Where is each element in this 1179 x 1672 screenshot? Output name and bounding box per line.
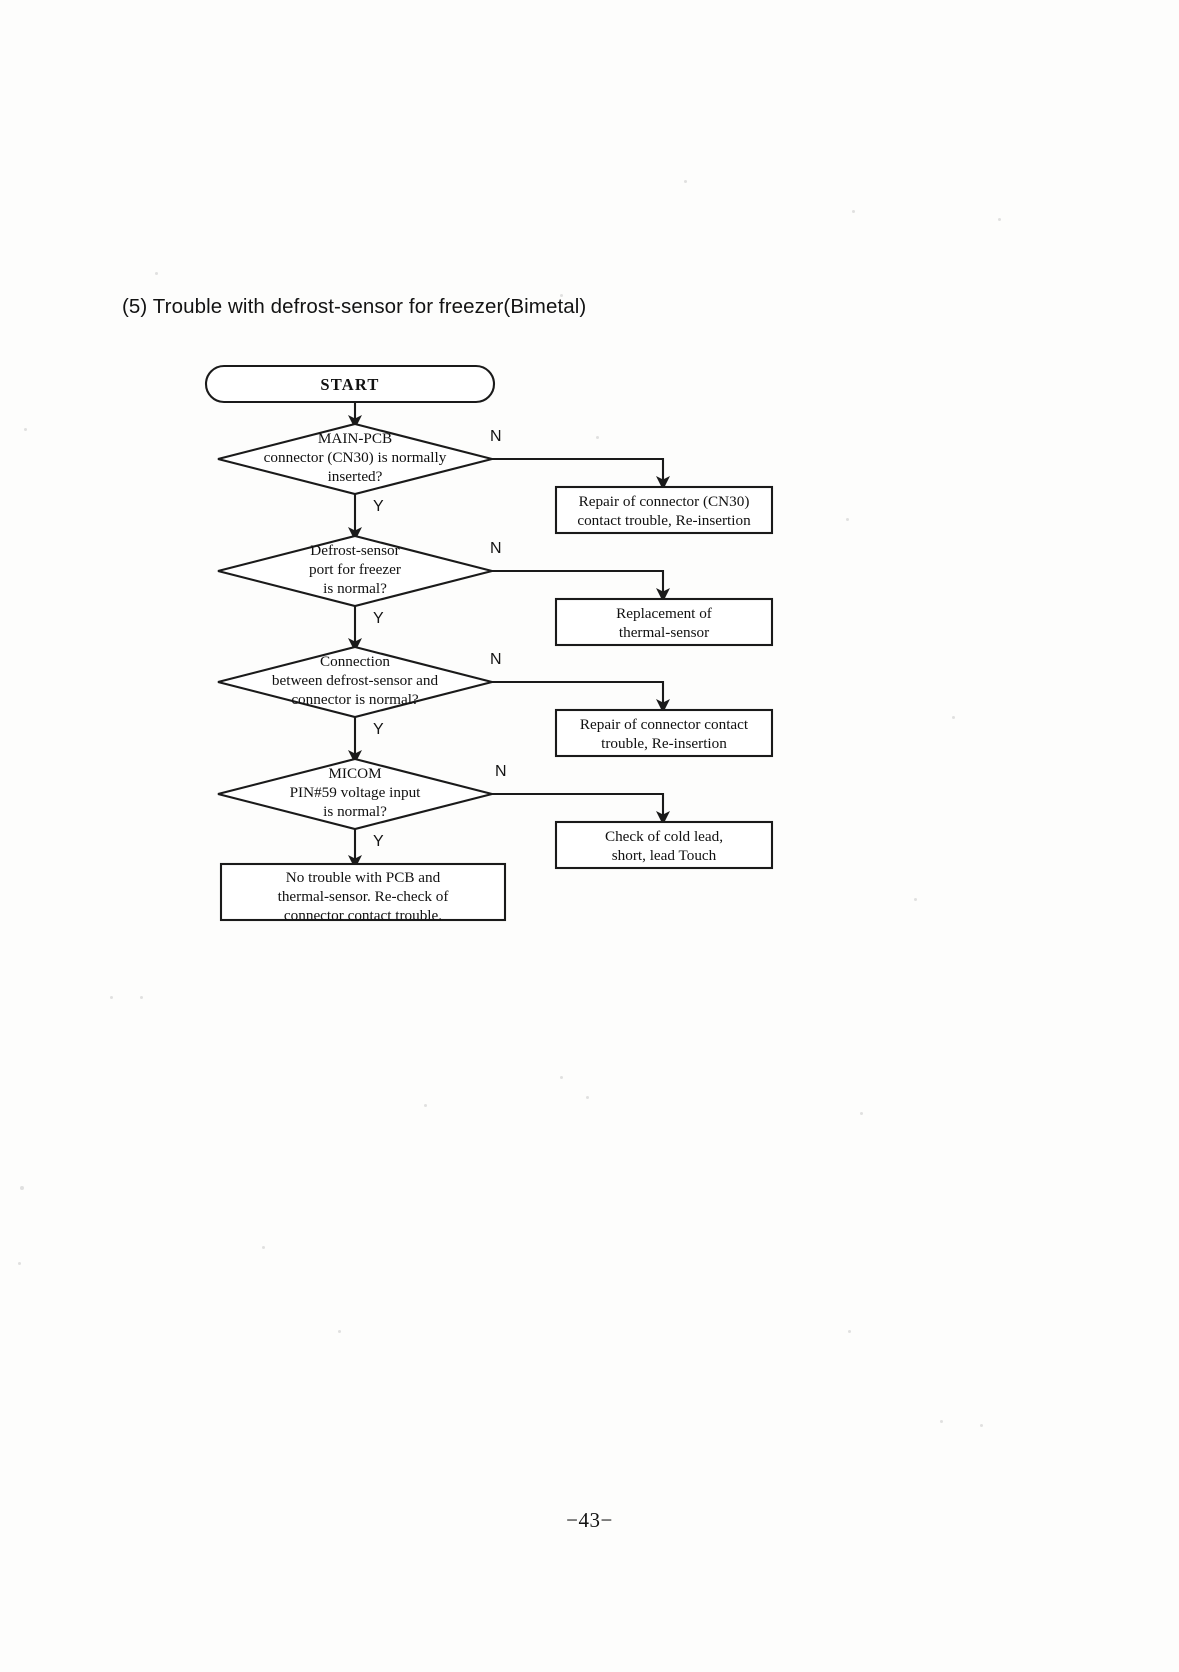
scan-speckle: [980, 1424, 983, 1427]
scan-speckle: [684, 180, 687, 183]
scan-speckle: [262, 1246, 265, 1249]
process-2-shape: [554, 597, 774, 647]
scan-speckle: [18, 1262, 21, 1265]
scan-speckle: [860, 1112, 863, 1115]
scan-speckle: [596, 436, 599, 439]
decision-1-no-label: N: [490, 428, 502, 445]
scan-speckle: [846, 518, 849, 521]
scan-speckle: [338, 1330, 341, 1333]
decision-4-shape: [217, 757, 493, 831]
decision-3-shape: [217, 645, 493, 719]
scan-speckle: [155, 272, 158, 275]
scan-speckle: [24, 428, 27, 431]
final-result-shape: [219, 862, 507, 922]
scan-speckle: [424, 1104, 427, 1107]
process-4-shape: [554, 820, 774, 870]
scan-speckle: [852, 210, 855, 213]
scan-speckle: [140, 996, 143, 999]
start-terminator-shape: [204, 364, 496, 404]
scan-speckle: [848, 1330, 851, 1333]
page-title: (5) Trouble with defrost-sensor for free…: [122, 295, 587, 318]
scan-speckle: [952, 716, 955, 719]
process-1-shape: [554, 485, 774, 535]
scan-speckle: [586, 1096, 589, 1099]
scan-speckle: [560, 1076, 563, 1079]
decision-2-no-label: N: [490, 540, 502, 557]
scan-speckle: [998, 218, 1001, 221]
decision-2-shape: [217, 534, 493, 608]
decision-1-shape: [217, 422, 493, 496]
scan-speckle: [560, 294, 563, 297]
scan-speckle: [110, 996, 113, 999]
process-3-shape: [554, 708, 774, 758]
decision-2-yes-label: Y: [373, 610, 384, 627]
decision-1-yes-label: Y: [373, 498, 384, 515]
decision-4-yes-label: Y: [373, 833, 384, 850]
scan-speckle: [940, 1420, 943, 1423]
decision-3-yes-label: Y: [373, 721, 384, 738]
scan-speckle: [20, 1186, 24, 1190]
decision-4-no-label: N: [495, 763, 507, 780]
scan-speckle: [914, 898, 917, 901]
page-number: −43−: [566, 1508, 613, 1532]
decision-3-no-label: N: [490, 651, 502, 668]
